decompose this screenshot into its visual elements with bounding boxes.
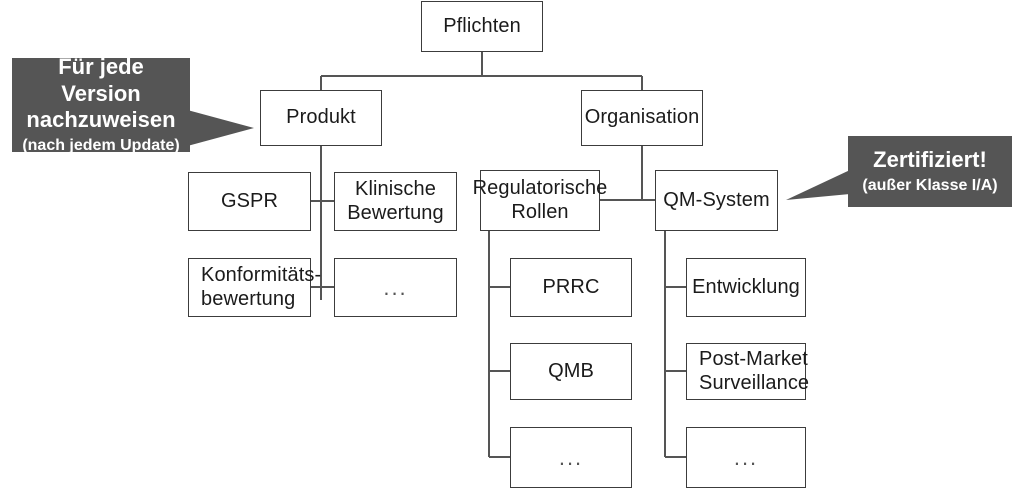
callout-left-line1: Für jede Version nachzuweisen: [26, 54, 176, 133]
node-label: ...: [558, 444, 584, 470]
node-label: Organisation: [584, 106, 700, 129]
callout-right-line1: Zertifiziert!: [873, 147, 987, 173]
node-label: ...: [383, 274, 408, 300]
node-qm-more[interactable]: ...: [686, 427, 806, 488]
node-gspr[interactable]: GSPR: [188, 172, 311, 231]
node-qmb[interactable]: QMB: [510, 343, 632, 400]
node-label: QM-System: [663, 188, 770, 211]
callout-left: Für jede Version nachzuweisen (nach jede…: [12, 54, 190, 154]
callout-right: Zertifiziert! (außer Klasse I/A): [848, 136, 1012, 207]
node-konformitaetsbewertung[interactable]: Konformitäts- bewertung: [188, 258, 321, 317]
node-post-market-surveillance[interactable]: Post-Market Surveillance: [686, 343, 810, 400]
node-organisation[interactable]: Organisation: [581, 90, 703, 146]
node-pflichten[interactable]: Pflichten: [421, 1, 543, 52]
node-klinische-bewertung[interactable]: Klinische Bewertung: [334, 172, 457, 231]
node-label: Post-Market Surveillance: [699, 347, 810, 394]
callout-left-tail: [180, 108, 254, 148]
node-label: GSPR: [220, 189, 279, 212]
node-rollen-more[interactable]: ...: [510, 427, 632, 488]
callout-left-line2: (nach jedem Update): [22, 136, 180, 154]
callout-right-tail: [786, 170, 850, 200]
node-label: QMB: [548, 359, 594, 382]
node-regulatorische-rollen[interactable]: Regulatorische Rollen: [473, 170, 607, 231]
node-produkt[interactable]: Produkt: [260, 90, 382, 146]
node-entwicklung[interactable]: Entwicklung: [686, 258, 806, 317]
node-label: Regulatorische Rollen: [472, 176, 608, 223]
node-label: ...: [733, 444, 759, 470]
node-label: Konformitäts- bewertung: [201, 263, 322, 310]
node-label: Pflichten: [443, 14, 521, 37]
node-label: PRRC: [542, 275, 600, 298]
callout-right-line2: (außer Klasse I/A): [862, 176, 998, 194]
node-label: Entwicklung: [692, 275, 800, 298]
node-produkt-more[interactable]: ...: [334, 258, 457, 317]
node-label: Klinische Bewertung: [347, 177, 444, 224]
node-prrc[interactable]: PRRC: [510, 258, 632, 317]
node-label: Produkt: [286, 106, 356, 129]
node-qm-system[interactable]: QM-System: [655, 170, 778, 231]
